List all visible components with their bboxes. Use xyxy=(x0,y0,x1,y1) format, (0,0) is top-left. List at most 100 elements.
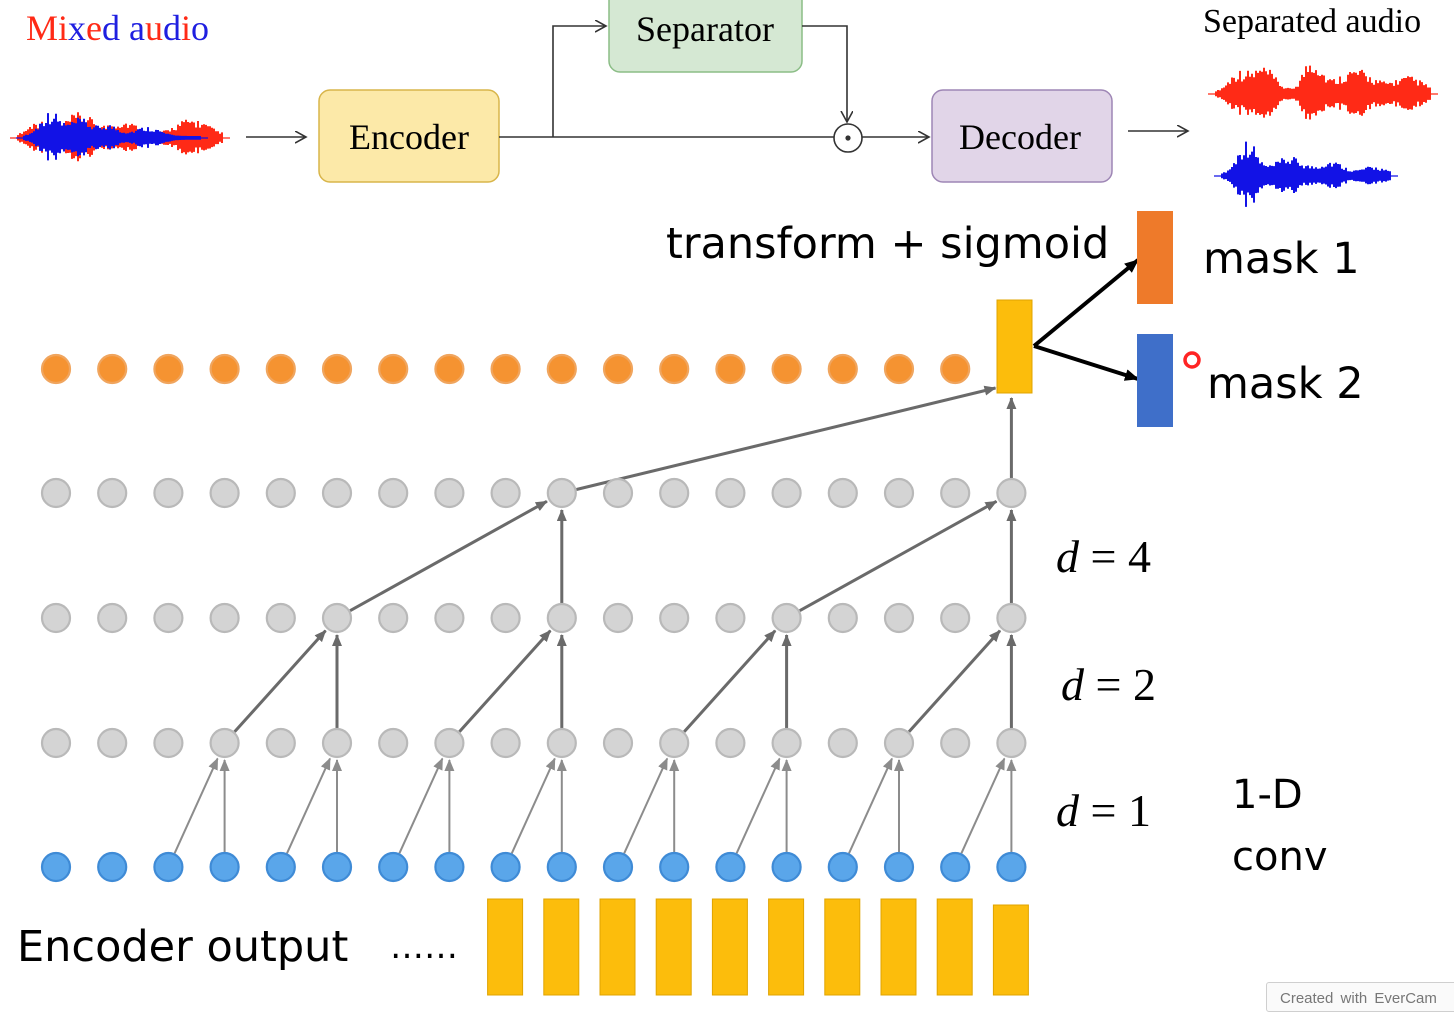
encoder-to-separator-arrow xyxy=(552,26,606,137)
node-rows xyxy=(40,353,1027,883)
input-node xyxy=(883,851,915,883)
conv-edge-d2 xyxy=(907,629,1002,733)
hidden-node-layer-3 xyxy=(940,477,971,509)
input-node xyxy=(827,851,858,883)
input-node xyxy=(940,851,971,883)
separator-to-multiply-arrow xyxy=(802,25,847,122)
encoder-output-bar xyxy=(487,898,524,996)
input-node xyxy=(602,851,634,883)
conv-edge-d1 xyxy=(735,757,781,854)
hidden-node-layer-3 xyxy=(40,477,72,509)
hidden-node-layer-3 xyxy=(378,477,409,509)
output-node xyxy=(265,353,296,385)
conv-edge-d1 xyxy=(510,757,556,854)
hidden-node-layer-1 xyxy=(940,727,971,759)
watermark: Created with EverCam xyxy=(1266,982,1454,1012)
input-node xyxy=(490,851,521,883)
mask-1-label: mask 1 xyxy=(1203,234,1360,284)
decoder-label: Decoder xyxy=(959,117,1081,157)
encoder-output-bar xyxy=(543,898,580,996)
hidden-node-layer-3 xyxy=(771,477,802,509)
mixed-audio-letter: x xyxy=(68,8,86,48)
dilation-label-1: d = 1 xyxy=(1056,785,1151,836)
input-node xyxy=(546,851,577,883)
dilation-label-4: d = 4 xyxy=(1056,531,1151,582)
output-node xyxy=(546,353,577,385)
output-node xyxy=(883,353,915,385)
hidden-node-layer-3 xyxy=(209,477,240,509)
hidden-node-layer-3 xyxy=(490,477,521,509)
multiply-dot xyxy=(845,135,851,141)
hidden-node-layer-1 xyxy=(265,727,296,759)
conv-label-line-1: 1-D xyxy=(1232,772,1303,818)
input-node xyxy=(265,851,296,883)
separated-wave-red xyxy=(1215,65,1431,120)
hidden-node-layer-2 xyxy=(378,602,409,634)
input-node xyxy=(434,851,465,883)
hidden-node-layer-2 xyxy=(265,602,296,634)
connection-arrows xyxy=(173,385,1017,854)
output-node xyxy=(715,353,746,385)
conv-edge-d2 xyxy=(458,629,552,733)
hidden-node-layer-1 xyxy=(771,727,802,759)
input-node xyxy=(996,851,1027,883)
mixed-audio-letter xyxy=(120,8,129,48)
hidden-node-layer-2 xyxy=(659,602,690,634)
output-node xyxy=(827,353,858,385)
hidden-node-layer-1 xyxy=(827,727,858,759)
cursor-indicator xyxy=(1183,351,1201,369)
input-node xyxy=(715,851,746,883)
conv-edge-d2 xyxy=(233,629,327,733)
output-node xyxy=(209,353,240,385)
mixed-audio-letter: i xyxy=(181,8,191,48)
conv-edge-d2 xyxy=(683,629,777,733)
output-node xyxy=(771,353,802,385)
hidden-node-layer-1 xyxy=(40,727,72,759)
mixed-audio-letter: a xyxy=(129,8,145,48)
hidden-node-layer-1 xyxy=(602,727,634,759)
arrow-to-mask-1 xyxy=(1032,258,1140,348)
conv-edge-d4 xyxy=(798,499,998,613)
hidden-node-layer-1 xyxy=(321,727,353,759)
mixed-waveform xyxy=(10,112,230,162)
hidden-node-layer-1 xyxy=(715,727,746,759)
output-node xyxy=(153,353,184,385)
conv-edge-d4 xyxy=(349,499,548,613)
hidden-node-layer-2 xyxy=(883,602,915,634)
hidden-node-layer-2 xyxy=(490,602,521,634)
arrow-to-mask-2 xyxy=(1033,344,1139,381)
encoder-output-bar xyxy=(992,904,1029,996)
input-node xyxy=(771,851,802,883)
encoder-output-bar xyxy=(711,898,748,996)
hidden-node-layer-3 xyxy=(883,477,915,509)
output-node xyxy=(434,353,465,385)
dilation-label-2: d = 2 xyxy=(1061,659,1156,710)
input-node xyxy=(97,851,128,883)
hidden-node-layer-3 xyxy=(659,477,690,509)
hidden-node-layer-2 xyxy=(771,602,802,634)
mixed-audio-letter: d xyxy=(163,8,181,48)
decoder-box xyxy=(931,89,1113,183)
encoder-box xyxy=(318,89,500,183)
encoder-output-bar xyxy=(599,898,636,996)
hidden-node-layer-3 xyxy=(321,477,353,509)
mixed-wave-blue xyxy=(23,113,201,161)
hidden-node-layer-1 xyxy=(153,727,184,759)
output-node xyxy=(378,353,409,385)
input-node xyxy=(659,851,690,883)
hidden-node-layer-3 xyxy=(97,477,128,509)
conv-edge-d1 xyxy=(173,757,219,854)
encoder-output-ellipsis: …… xyxy=(390,927,458,967)
hidden-node-layer-1 xyxy=(97,727,128,759)
conv-edge-d1 xyxy=(398,757,444,854)
hidden-node-layer-1 xyxy=(490,727,521,759)
hidden-node-layer-2 xyxy=(209,602,240,634)
hidden-node-layer-1 xyxy=(378,727,409,759)
mask-2-label: mask 2 xyxy=(1207,359,1364,409)
hidden-node-layer-2 xyxy=(602,602,634,634)
input-node xyxy=(378,851,409,883)
hidden-node-layer-2 xyxy=(827,602,858,634)
mask-1-bar xyxy=(1137,211,1173,304)
conv-edge-d1 xyxy=(960,757,1006,854)
hidden-node-layer-3 xyxy=(715,477,746,509)
